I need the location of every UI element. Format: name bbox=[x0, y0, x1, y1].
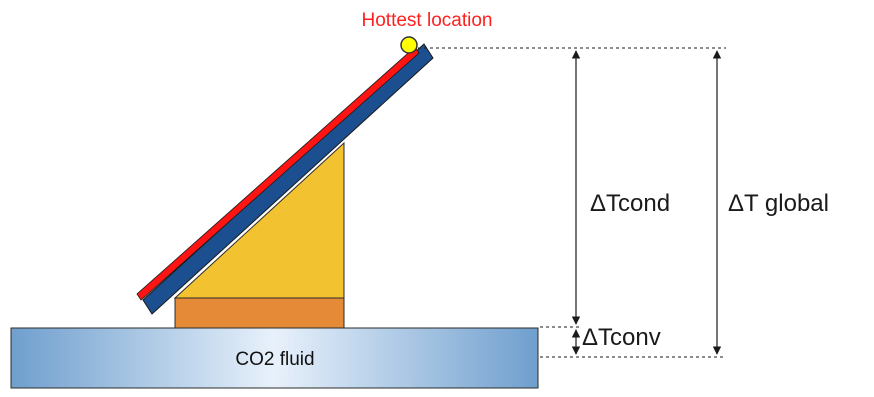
delta-t-conv-label: ΔTconv bbox=[582, 324, 661, 351]
inclined-fin-red-stripe bbox=[136, 46, 420, 301]
orange-base-block bbox=[174, 297, 345, 329]
co2-fluid-block bbox=[10, 327, 539, 389]
fluid-label: CO2 fluid bbox=[235, 349, 314, 370]
hotspot-marker bbox=[400, 36, 418, 54]
delta-t-cond-label: ΔTcond bbox=[590, 190, 670, 217]
hottest-location-label: Hottest location bbox=[362, 10, 493, 31]
delta-t-global-label: ΔT global bbox=[728, 190, 829, 217]
yellow-support-triangle bbox=[173, 141, 345, 299]
